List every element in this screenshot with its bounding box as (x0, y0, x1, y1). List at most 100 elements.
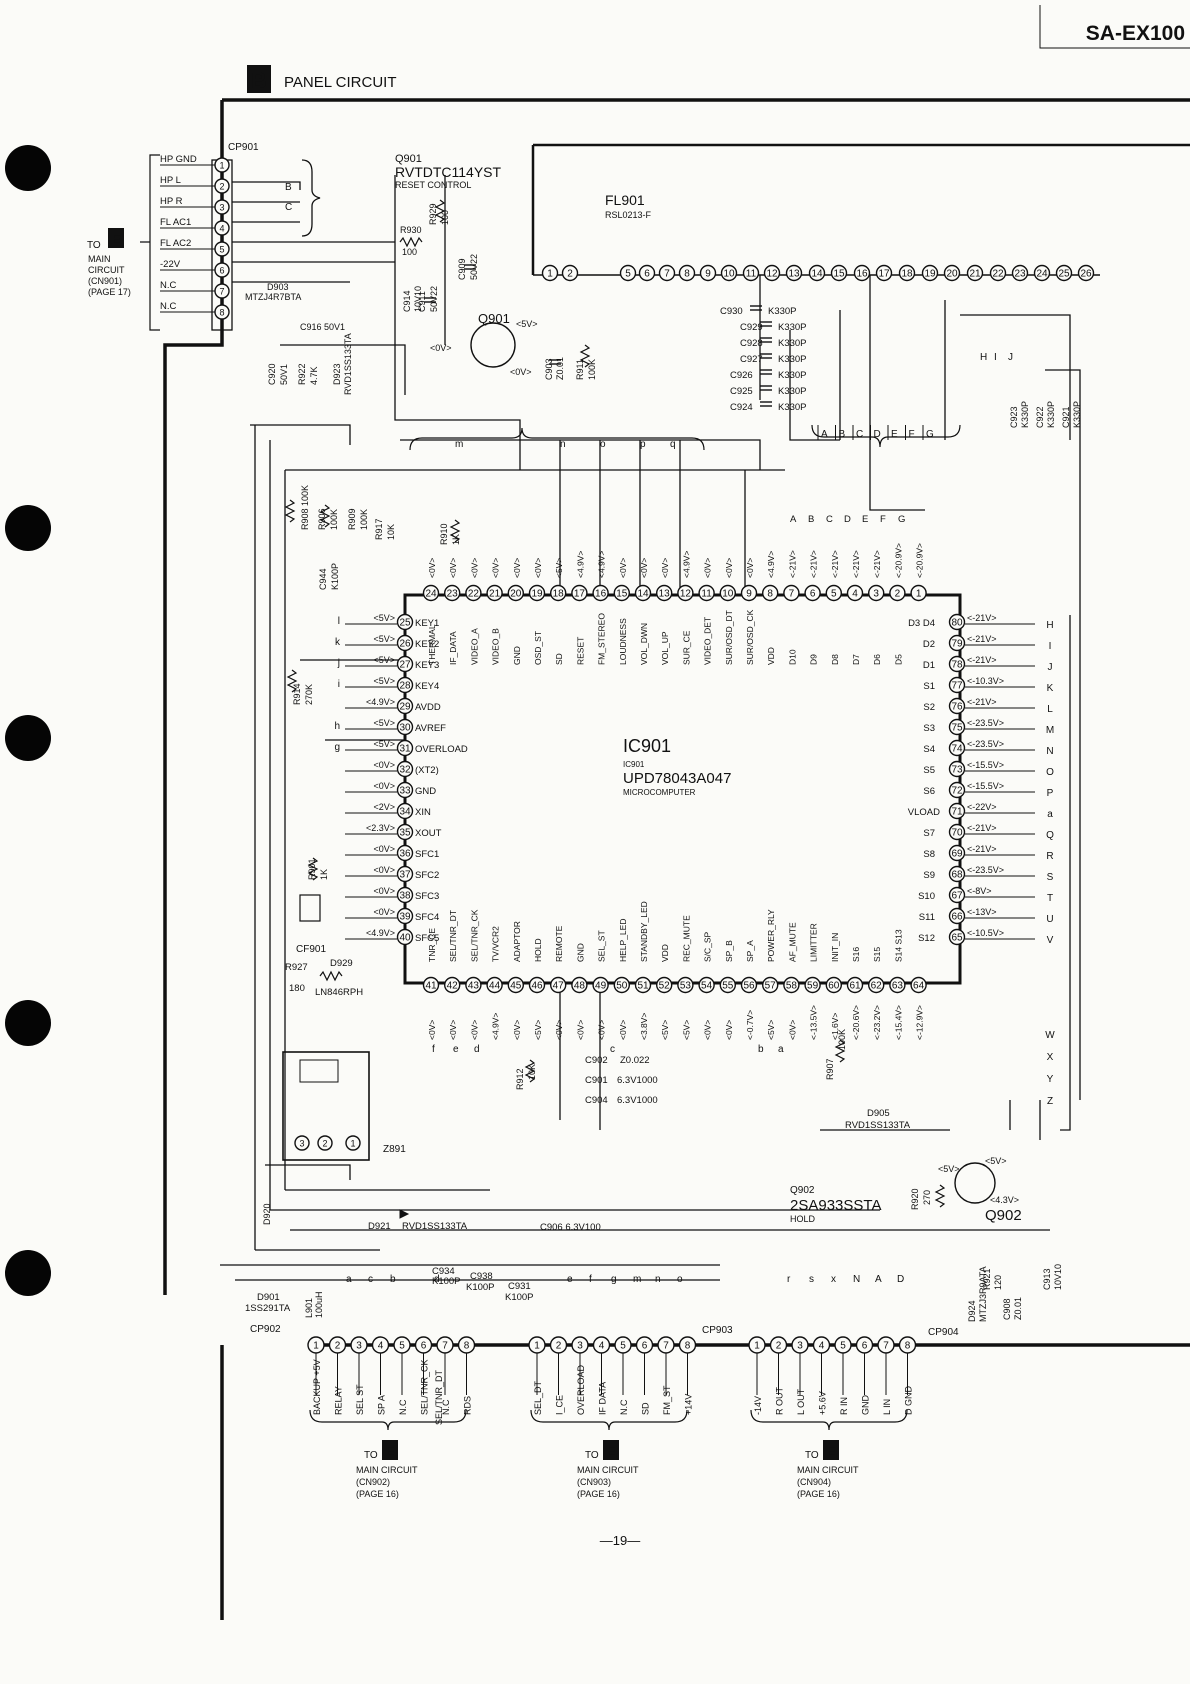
ic901-pin-volt-33: <0V> (373, 781, 395, 791)
ic901-pin-name-31: OVERLOAD (415, 744, 468, 755)
ic901-pin-name-26: KEY2 (415, 639, 439, 650)
ic901-pin-75-circle (948, 718, 966, 736)
fl-right-cap-ref-0: C923 (1009, 406, 1019, 428)
fl901-pin-19-circle (921, 264, 939, 282)
connector-CP904-top-letter-1: s (809, 1274, 814, 1285)
ic901-pin-8-num: 8 (767, 589, 773, 600)
ic901-pin-36-num: 36 (399, 849, 411, 860)
connector-CP904-top-letter-3: N (853, 1274, 860, 1285)
ic901-pin-volt-31: <5V> (373, 739, 395, 749)
connector-CP902-pin-7-num: 7 (442, 1341, 448, 1352)
ic901-pin-29-num: 29 (399, 702, 411, 713)
fl901-pin-8-circle (678, 264, 696, 282)
fl-cap-val-2: K330P (778, 338, 807, 349)
ic901-pin-name-23: IF_DATA (448, 631, 458, 665)
ic901-pin-name-72: S6 (923, 786, 935, 797)
connector-CP904-pin-name-5: R IN (839, 1397, 849, 1415)
ic901-pin-80-num: 80 (951, 618, 963, 629)
ic901-pin-bus-69: R (1046, 851, 1053, 862)
connector-CP902-to-badge (382, 1440, 398, 1460)
ic901-pin-22-circle (465, 584, 482, 602)
ic901-pin-48-num: 48 (574, 981, 586, 992)
ic901-pin-volt-57: <5V> (766, 1020, 776, 1040)
connector-CP903-pin-1-num: 1 (534, 1341, 540, 1352)
cp901-pin-4-num: 4 (219, 224, 224, 234)
hij-letter-J: J (1008, 352, 1013, 363)
ic901-pin-74-circle (948, 739, 966, 757)
ic901-pin-78-num: 78 (951, 660, 963, 671)
fl-cap-val-5: K330P (778, 386, 807, 397)
ic901-pin-volt-6: <-21V> (809, 550, 819, 578)
ic901-pin-29-circle (396, 697, 414, 715)
c904-ref: C904 (585, 1095, 608, 1106)
connector-CP904-pin-name-2: R OUT (775, 1387, 785, 1416)
upper-bus-letter-o: o (600, 439, 606, 450)
ic901-pin-name-48: GND (575, 943, 585, 962)
connector-CP904-top-letter-5: D (897, 1274, 904, 1285)
ic901-pin-36-circle (396, 844, 414, 862)
ic901-pin-name-68: S9 (923, 870, 935, 881)
ic901-pin-bus-76: L (1047, 704, 1053, 715)
fl901-pin-13-circle (785, 264, 803, 282)
ic901-pin-name-38: SFC3 (415, 891, 439, 902)
fl-bus-letter-F: F (909, 429, 915, 440)
cp901-pin-name-7: N.C (160, 280, 177, 291)
ic901-pin-38-num: 38 (399, 891, 411, 902)
upper-bus-letter-n: n (560, 439, 566, 450)
ic901-pin-volt-63: <-15.4V> (893, 1005, 903, 1040)
fl901-pin-1-circle (541, 264, 559, 282)
connector-CP904-to-line-0: MAIN CIRCUIT (797, 1465, 859, 1475)
r908-label: R908 100K (300, 485, 310, 530)
r929-val: 100 (440, 210, 450, 225)
r906-val: 100K (329, 509, 339, 530)
ic901-pin-name-24: THERMAL (427, 624, 437, 665)
ic901-pin-13-circle (656, 584, 673, 602)
ic901-pin-73-num: 73 (951, 765, 963, 776)
ic901-pin-volt-17: <4.9V> (575, 551, 585, 578)
ic901-pin-28-circle (396, 676, 414, 694)
connector-CP902-pin-6-num: 6 (421, 1341, 427, 1352)
ic901-pin-63-circle (889, 976, 906, 994)
ic901-pin-27-circle (396, 655, 414, 673)
ic901-pin-volt-2: <-20.9V> (893, 543, 903, 578)
connector-CP902-top-letter-2: b (390, 1274, 396, 1285)
r909-val: 100K (359, 509, 369, 530)
c902-val: Z0.022 (620, 1055, 650, 1066)
ic901-pin-4-num: 4 (852, 589, 858, 600)
ic901-pin-51-num: 51 (637, 981, 649, 992)
ic901-pin-volt-69: <-21V> (967, 844, 997, 854)
connector-CP904-pin-name-6: GND (861, 1395, 871, 1416)
q902-type: 2SA933SSTA (790, 1197, 881, 1214)
ic901-pin-volt-67: <-8V> (967, 886, 992, 896)
ic901-pin-8-circle (762, 584, 779, 602)
r912-val: 10K (527, 1064, 537, 1080)
ic901-pin-volt-14: <0V> (639, 558, 649, 578)
connector-CP904-pin-5-num: 5 (840, 1341, 846, 1352)
ic901-pin-name-41: TNR_CE (427, 928, 437, 962)
fl901-pin-16-num: 16 (856, 269, 868, 280)
ic901-ref-small: IC901 (623, 760, 645, 769)
ic901-pin-14-num: 14 (637, 589, 649, 600)
cp901-to-line-2: (CN901) (88, 276, 122, 286)
connector-CP903-top-letter-3: m (633, 1274, 641, 1285)
ic901-pin-name-78: D1 (923, 660, 935, 671)
ic901-pin-name-63: S14 S13 (893, 929, 903, 962)
ic901-pin-name-54: S/C_SP (703, 931, 713, 962)
c913-val: 10V10 (1053, 1264, 1063, 1290)
ic901-pin-60-circle (825, 976, 842, 994)
ic901-pin-46-circle (528, 976, 546, 994)
ic901-pin-35-circle (396, 823, 414, 841)
ic901-pin-name-47: REMOTE (554, 925, 564, 962)
ic901-pin-2-circle (889, 584, 906, 602)
ic901-pin-80-circle (948, 613, 966, 631)
ic901-pin-name-2: D5 (893, 654, 903, 665)
fl901-pin-26-num: 26 (1080, 269, 1092, 280)
binder-hole-2 (5, 505, 51, 551)
fl901-pin-5-circle (619, 264, 637, 282)
ic901-pin-bus-26: k (335, 637, 341, 648)
connector-CP904-pin-name-8: D GND (904, 1386, 914, 1416)
ic901-pin-volt-24: <0V> (427, 558, 437, 578)
ic901-right-bus-Z: Z (1047, 1096, 1053, 1107)
ic901-pin-volt-49: <0V> (597, 1020, 607, 1040)
ic901-pin-volt-58: <0V> (787, 1020, 797, 1040)
